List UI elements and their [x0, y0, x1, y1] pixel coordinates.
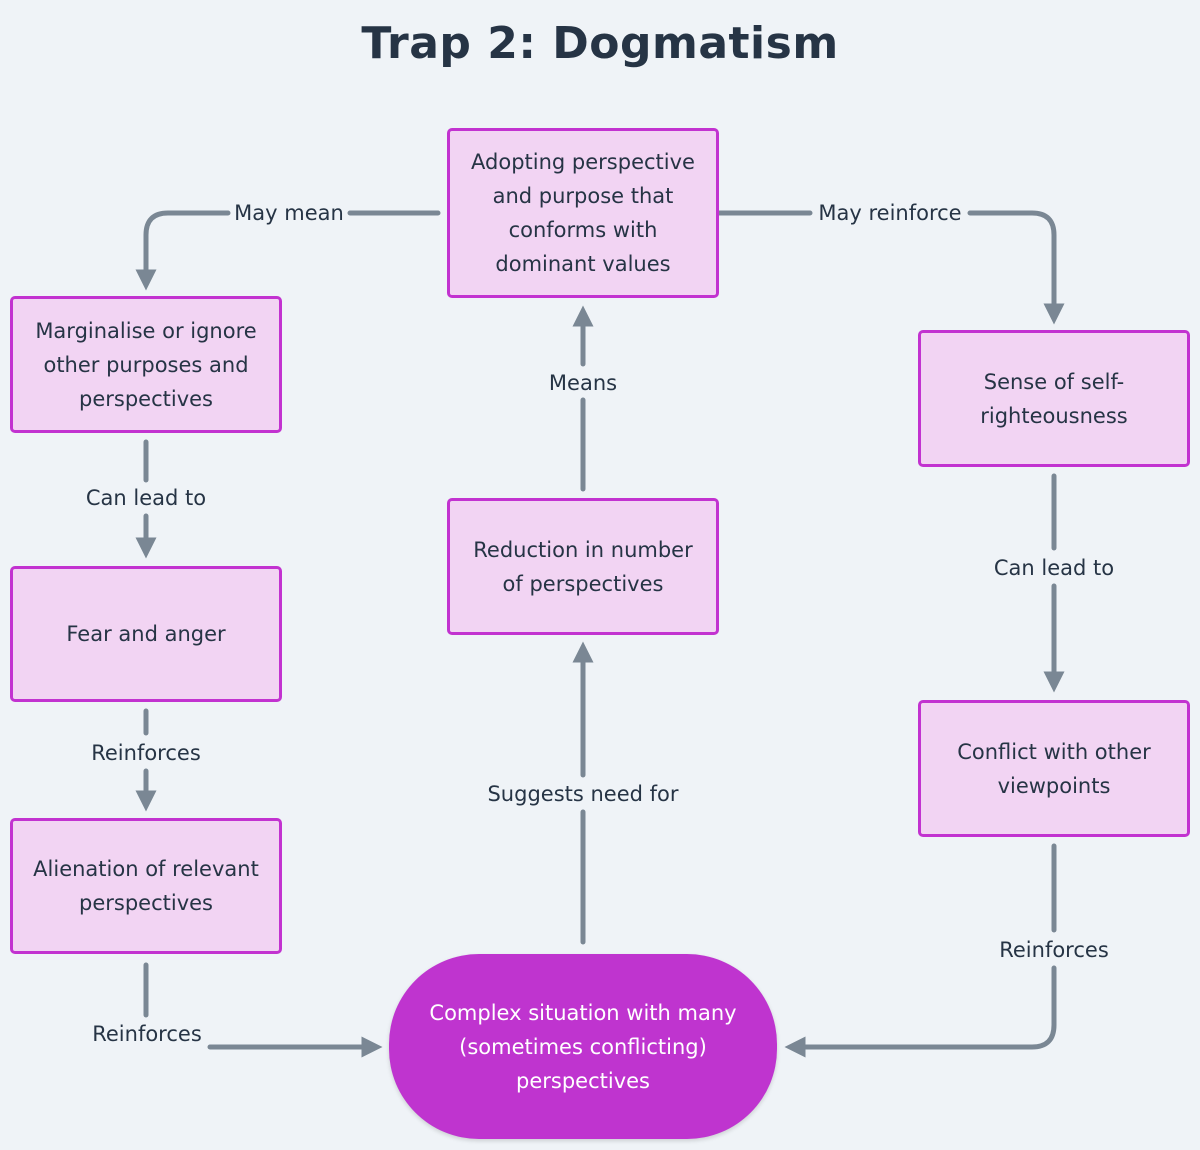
- node-reduction: Reduction in number of perspectives: [447, 498, 719, 635]
- node-complex-situation-label: Complex situation with many (sometimes c…: [429, 1000, 737, 1093]
- node-alienation: Alienation of relevant perspectives: [10, 818, 282, 954]
- edge-reinforces-right: [784, 965, 1057, 1058]
- node-fear-and-anger-label: Fear and anger: [66, 622, 226, 646]
- edge-label-reinforces-right: Reinforces: [999, 938, 1109, 962]
- node-marginalise-label: Marginalise or ignore other purposes and…: [35, 318, 257, 411]
- node-alienation-label: Alienation of relevant perspectives: [33, 857, 259, 915]
- edge-label-suggests-need-for: Suggests need for: [487, 782, 679, 806]
- node-complex-situation: Complex situation with many (sometimes c…: [389, 954, 777, 1139]
- node-adopting-perspective: Adopting perspective and purpose that co…: [447, 128, 719, 298]
- edge-may-mean: [146, 210, 441, 280]
- diagram-title: Trap 2: Dogmatism: [361, 18, 839, 69]
- node-self-righteousness-label: Sense of self-righteousness: [980, 369, 1128, 428]
- node-self-righteousness: Sense of self-righteousness: [918, 330, 1190, 467]
- node-fear-and-anger: Fear and anger: [10, 566, 282, 702]
- node-reduction-label: Reduction in number of perspectives: [473, 537, 693, 596]
- edge-label-may-reinforce: May reinforce: [818, 201, 962, 225]
- edge-label-means: Means: [548, 371, 618, 395]
- edge-label-can-lead-to-right: Can lead to: [993, 556, 1115, 580]
- node-conflict-label: Conflict with other viewpoints: [957, 739, 1151, 798]
- node-conflict: Conflict with other viewpoints: [918, 700, 1190, 837]
- edge-label-may-mean: May mean: [234, 201, 344, 225]
- edge-may-reinforce: [715, 210, 1054, 314]
- edge-label-can-lead-to-left: Can lead to: [85, 486, 207, 510]
- edge-label-reinforces-bottom-left: Reinforces: [92, 1022, 202, 1046]
- edge-label-reinforces-left: Reinforces: [91, 741, 201, 765]
- node-adopting-perspective-label: Adopting perspective and purpose that co…: [471, 150, 695, 276]
- node-marginalise: Marginalise or ignore other purposes and…: [10, 296, 282, 433]
